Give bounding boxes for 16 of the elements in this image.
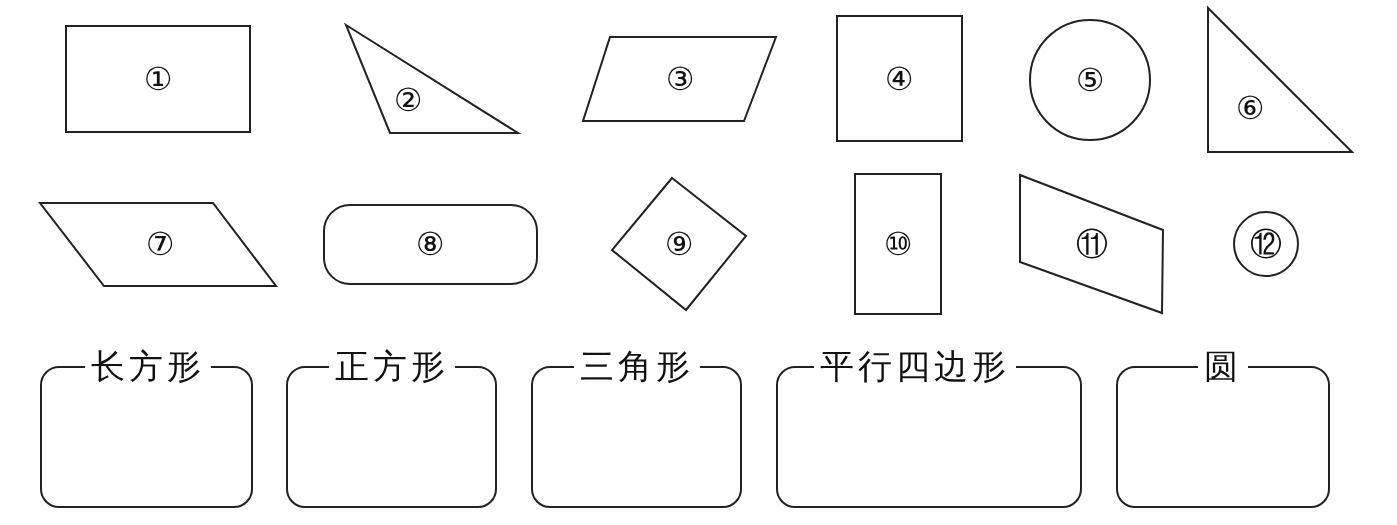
- shape-number: ③: [665, 61, 695, 97]
- category-title: 三角形: [574, 347, 700, 385]
- category-title: 平行四边形: [814, 347, 1016, 385]
- shape-number: ④: [884, 61, 914, 97]
- shape-number: ⑧: [415, 226, 445, 262]
- category-title: 长方形: [85, 347, 211, 385]
- shape-number: ⑫: [1250, 226, 1282, 262]
- shape-number: ⑤: [1075, 62, 1105, 98]
- shape-number: ②: [393, 82, 423, 118]
- shape-number: ⑨: [664, 226, 694, 262]
- shape-number: ⑪: [1076, 226, 1108, 262]
- category-title: 正方形: [329, 347, 455, 385]
- shape-number: ⑥: [1235, 90, 1265, 126]
- shape-number: ⑩: [883, 226, 913, 262]
- shape-number: ①: [143, 61, 173, 97]
- shape-number: ⑦: [145, 226, 175, 262]
